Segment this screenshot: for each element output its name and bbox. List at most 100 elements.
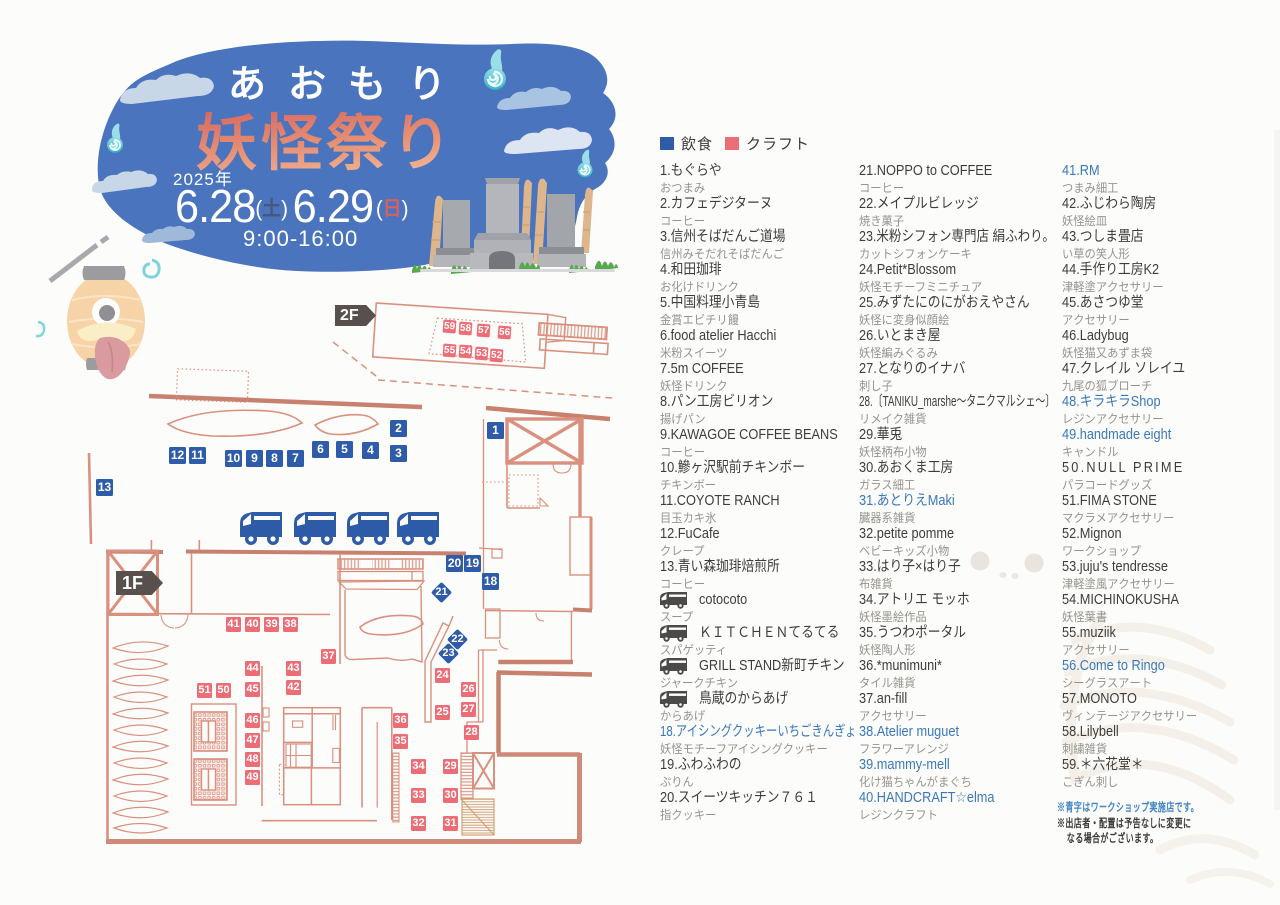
- vendor-category: お化けドリンク: [660, 280, 739, 294]
- map-marker-13: 13: [96, 479, 113, 496]
- vendor-category: 指クッキー: [660, 808, 717, 822]
- vendor-category: 妖怪モチーフミニチュア: [859, 280, 983, 294]
- vendor-item-28: 28.〔TANIKU_marshe〜タニクマルシェ〜〕リメイク雑貨: [859, 393, 1059, 426]
- vendor-category: ベビーキッズ小物: [859, 544, 950, 558]
- map-marker-1: 1: [487, 422, 504, 439]
- map-marker-56: 56: [497, 325, 512, 340]
- map-marker-47: 47: [245, 733, 260, 748]
- vendor-category: 妖怪陶人形: [859, 643, 916, 657]
- map-marker-6: 6: [312, 441, 329, 458]
- vendor-name: 4.和田珈琲: [660, 262, 722, 278]
- vendor-item-2: 2.カフェデジターヌコーヒー: [660, 195, 860, 228]
- vendor-item-24: 24.Petit*Blossom 妖怪モチーフミニチュア: [859, 261, 1059, 294]
- vendor-category: からあげ: [660, 709, 706, 723]
- map-marker-3: 3: [390, 445, 407, 462]
- vendor-item-45: 45.あさつゆ堂アクセサリー: [1062, 294, 1262, 327]
- vendor-category: カットシフォンケーキ: [859, 247, 972, 261]
- vendor-category: コーヒー: [660, 214, 706, 228]
- plaza-pond: [359, 614, 424, 636]
- vendor-category: リメイク雑貨: [859, 412, 927, 426]
- vendor-category: 揚げパン: [660, 412, 706, 426]
- cloud-2: [92, 170, 157, 193]
- vendor-name: 12.FuCafe: [660, 526, 720, 542]
- map-marker-42: 42: [286, 680, 301, 695]
- vendor-category: コーヒー: [660, 577, 706, 591]
- vendor-category: 津軽塗風アクセサリー: [1062, 577, 1175, 591]
- vendor-category: キャンドル: [1062, 445, 1119, 459]
- vendor-category: フラワーアレンジ: [859, 742, 949, 756]
- vendor-item-29: 29.華兎妖怪柄布小物: [859, 426, 1059, 459]
- vendor-name: 49.handmade eight: [1062, 427, 1172, 443]
- vendor-category: 津軽塗アクセサリー: [1062, 280, 1164, 294]
- vendor-name: 30.あおくま工房: [859, 460, 954, 476]
- vendor-item-19: 19.ふわふわのぷりん: [660, 756, 860, 789]
- date-2: 6.29: [292, 180, 374, 232]
- tatami-rooms: [190, 703, 237, 806]
- vendor-category: パラコードグッズ: [1062, 478, 1153, 492]
- map-marker-54: 54: [458, 344, 473, 359]
- map-marker-44: 44: [245, 661, 260, 676]
- vendor-name: 44.手作り工房K2: [1062, 262, 1160, 278]
- vendor-category: コーヒー: [859, 181, 905, 195]
- kitchen-building: [278, 706, 342, 806]
- vendor-category: 金賞エビチリ饅: [660, 313, 739, 327]
- vendor-category: 化け猫ちゃんがまぐち: [859, 775, 972, 789]
- vendor-name: 19.ふわふわの: [660, 757, 742, 773]
- wall-left-stub: [87, 452, 93, 545]
- sotoba-sticks: [429, 178, 593, 266]
- map-marker-37: 37: [321, 649, 336, 664]
- vendor-category: マクラメアクセサリー: [1062, 511, 1175, 525]
- vendor-category: クレープ: [660, 544, 705, 558]
- map-marker-27: 27: [461, 702, 476, 717]
- vendor-name: cotocoto: [660, 591, 860, 610]
- map-marker-57: 57: [476, 323, 491, 338]
- food-truck-icon: [660, 691, 687, 708]
- vendor-category: 焼き菓子: [859, 214, 905, 228]
- vendor-name: 13.青い森珈琲焙煎所: [660, 559, 780, 575]
- title-main: 妖怪祭り: [196, 93, 456, 182]
- dashed-paths: [332, 341, 613, 399]
- vendor-name: 47.クレイル ソレイユ: [1062, 361, 1186, 377]
- tombstone-left: [443, 200, 470, 248]
- vendor-item-26: 26.いとまき屋妖怪編みぐるみ: [859, 327, 1059, 360]
- vendor-name: 45.あさつゆ堂: [1062, 295, 1144, 311]
- map-marker-7: 7: [287, 450, 304, 467]
- tombstone-right: [547, 194, 575, 247]
- vendor-category: ガラス細工: [859, 478, 916, 492]
- food-truck-icon: [660, 658, 687, 675]
- vendor-name: 59.＊六花堂＊: [1062, 757, 1144, 773]
- vendor-category: 妖怪猫又あずま袋: [1062, 346, 1153, 360]
- vendor-category: 妖怪に変身似顔絵: [859, 313, 950, 327]
- map-marker-51: 51: [197, 683, 212, 698]
- day-sun: 日: [382, 198, 402, 220]
- vendor-name: 23.米粉シフォン専門店 絹ふわり。: [859, 229, 1055, 245]
- event-dates: 6.28(土)6.29(日): [175, 180, 409, 232]
- map-marker-18: 18: [482, 573, 499, 590]
- vendor-item-8: 8.パン工房ビリオン揚げパン: [660, 393, 860, 426]
- planter-small: [313, 413, 380, 436]
- vendor-category: ぷりん: [660, 775, 694, 789]
- vendor-name: 22.メイプルビレッジ: [859, 196, 979, 212]
- graves-illustration: [412, 178, 618, 274]
- vendor-category: スープ: [660, 610, 694, 624]
- vendor-category: チキンボー: [660, 478, 717, 492]
- map-marker-45: 45: [245, 682, 260, 697]
- map-marker-11: 11: [189, 447, 206, 464]
- vendor-item-18: 18.アイシングクッキーいちごきんぎょ妖怪モチーフアイシングクッキー: [660, 723, 860, 756]
- map-marker-48: 48: [245, 752, 260, 767]
- food-truck-icon: [660, 625, 687, 642]
- legend-craft-label: クラフト: [746, 136, 811, 153]
- legend-food-label: 飲食: [681, 136, 714, 153]
- floor-1f-label: 1F: [116, 571, 163, 595]
- grass: [412, 260, 618, 274]
- legend-craft-swatch: [725, 137, 740, 150]
- vendor-name: 24.Petit*Blossom: [859, 262, 957, 278]
